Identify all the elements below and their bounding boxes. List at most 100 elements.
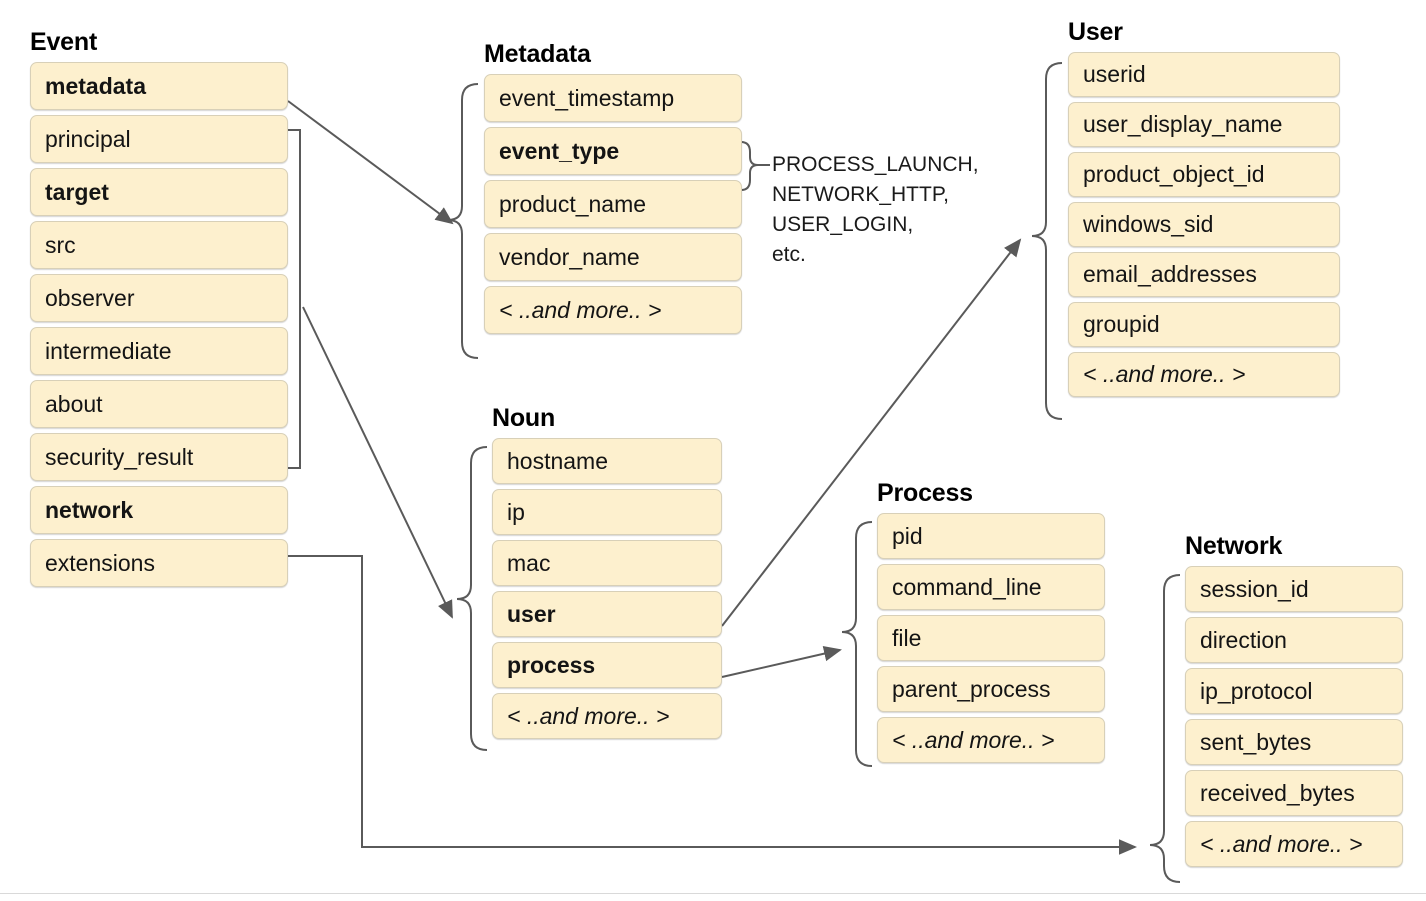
field-noun-mac[interactable]: mac <box>492 540 722 586</box>
field-process-pid[interactable]: pid <box>877 513 1105 559</box>
field-user-email-addresses[interactable]: email_addresses <box>1068 252 1340 297</box>
field-label: extensions <box>45 549 155 576</box>
field-metadata-event-timestamp[interactable]: event_timestamp <box>484 74 742 122</box>
group-body-noun: hostname ip mac user process < ..and mor… <box>492 438 722 739</box>
group-body-user: userid user_display_name product_object_… <box>1068 52 1340 397</box>
event-type-brace <box>740 141 759 191</box>
field-label: direction <box>1200 626 1287 653</box>
process-group-brace <box>841 521 873 767</box>
field-label: ip <box>507 498 525 525</box>
network-group-brace <box>1149 574 1181 883</box>
field-event-metadata[interactable]: metadata <box>30 62 288 110</box>
field-process-parent-process[interactable]: parent_process <box>877 666 1105 712</box>
field-label: target <box>45 178 109 205</box>
field-label: session_id <box>1200 575 1309 602</box>
field-event-observer[interactable]: observer <box>30 274 288 322</box>
field-event-target[interactable]: target <box>30 168 288 216</box>
field-noun-and-more[interactable]: < ..and more.. > <box>492 693 722 739</box>
noun-group-brace <box>456 446 488 751</box>
user-group-brace <box>1031 62 1063 420</box>
field-label: pid <box>892 522 923 549</box>
field-label: about <box>45 390 103 417</box>
metadata-group-brace <box>447 83 479 359</box>
field-event-intermediate[interactable]: intermediate <box>30 327 288 375</box>
field-label: file <box>892 624 922 651</box>
field-label: email_addresses <box>1083 261 1257 287</box>
field-label: intermediate <box>45 337 172 364</box>
field-label: user_display_name <box>1083 111 1283 137</box>
group-user: User userid user_display_name product_ob… <box>1068 18 1340 402</box>
connector-event-metadata-to-metadata <box>287 100 454 225</box>
field-network-session-id[interactable]: session_id <box>1185 566 1403 612</box>
field-user-user-display-name[interactable]: user_display_name <box>1068 102 1340 147</box>
field-label: groupid <box>1083 311 1160 337</box>
group-title-metadata: Metadata <box>484 40 591 68</box>
group-title-user: User <box>1068 18 1123 46</box>
field-label: hostname <box>507 447 609 474</box>
field-user-and-more[interactable]: < ..and more.. > <box>1068 352 1340 397</box>
field-network-ip-protocol[interactable]: ip_protocol <box>1185 668 1403 714</box>
group-body-process: pid command_line file parent_process < .… <box>877 513 1105 763</box>
field-noun-user[interactable]: user <box>492 591 722 637</box>
field-event-security-result[interactable]: security_result <box>30 433 288 481</box>
field-label: metadata <box>45 72 146 99</box>
field-label: security_result <box>45 443 194 470</box>
field-user-userid[interactable]: userid <box>1068 52 1340 97</box>
group-title-process: Process <box>877 479 973 507</box>
connector-noun-process-to-process <box>721 645 842 678</box>
field-label: < ..and more.. > <box>892 726 1055 753</box>
field-label: network <box>45 496 134 523</box>
group-title-noun: Noun <box>492 404 556 432</box>
field-user-windows-sid[interactable]: windows_sid <box>1068 202 1340 247</box>
field-event-network[interactable]: network <box>30 486 288 534</box>
field-noun-process[interactable]: process <box>492 642 722 688</box>
group-event: Event metadata principal target src obse… <box>30 28 288 592</box>
field-label: ip_protocol <box>1200 677 1313 704</box>
group-metadata: Metadata event_timestamp event_type prod… <box>484 40 742 339</box>
group-process: Process pid command_line file parent_pro… <box>877 479 1105 768</box>
field-label: product_name <box>499 190 647 217</box>
connector-event-nouns-to-noun <box>302 306 453 619</box>
event-subgroup-bracket <box>288 129 301 469</box>
field-label: mac <box>507 549 551 576</box>
field-label: received_bytes <box>1200 779 1355 806</box>
field-label: < ..and more.. > <box>1083 361 1246 387</box>
group-noun: Noun hostname ip mac user process < ..an… <box>492 404 722 744</box>
field-noun-hostname[interactable]: hostname <box>492 438 722 484</box>
field-event-principal[interactable]: principal <box>30 115 288 163</box>
field-network-sent-bytes[interactable]: sent_bytes <box>1185 719 1403 765</box>
field-event-extensions[interactable]: extensions <box>30 539 288 587</box>
field-process-file[interactable]: file <box>877 615 1105 661</box>
field-network-received-bytes[interactable]: received_bytes <box>1185 770 1403 816</box>
field-network-and-more[interactable]: < ..and more.. > <box>1185 821 1403 867</box>
field-process-and-more[interactable]: < ..and more.. > <box>877 717 1105 763</box>
field-label: user <box>507 600 556 627</box>
field-process-command-line[interactable]: command_line <box>877 564 1105 610</box>
field-metadata-product-name[interactable]: product_name <box>484 180 742 228</box>
field-metadata-vendor-name[interactable]: vendor_name <box>484 233 742 281</box>
group-title-event: Event <box>30 28 98 56</box>
field-label: < ..and more.. > <box>1200 830 1363 857</box>
group-network: Network session_id direction ip_protocol… <box>1185 532 1403 872</box>
field-metadata-event-type[interactable]: event_type <box>484 127 742 175</box>
field-label: vendor_name <box>499 243 640 270</box>
field-label: userid <box>1083 61 1146 87</box>
field-label: < ..and more.. > <box>499 296 662 323</box>
group-body-metadata: event_timestamp event_type product_name … <box>484 74 742 334</box>
field-noun-ip[interactable]: ip <box>492 489 722 535</box>
field-event-src[interactable]: src <box>30 221 288 269</box>
field-label: parent_process <box>892 675 1051 702</box>
field-metadata-and-more[interactable]: < ..and more.. > <box>484 286 742 334</box>
event-type-values-note: PROCESS_LAUNCH, NETWORK_HTTP, USER_LOGIN… <box>772 153 979 266</box>
field-label: < ..and more.. > <box>507 702 670 729</box>
group-title-network: Network <box>1185 532 1283 560</box>
field-label: observer <box>45 284 135 311</box>
field-network-direction[interactable]: direction <box>1185 617 1403 663</box>
group-body-network: session_id direction ip_protocol sent_by… <box>1185 566 1403 867</box>
field-user-product-object-id[interactable]: product_object_id <box>1068 152 1340 197</box>
footer-divider <box>0 893 1426 894</box>
field-user-groupid[interactable]: groupid <box>1068 302 1340 347</box>
field-event-about[interactable]: about <box>30 380 288 428</box>
field-label: event_type <box>499 137 620 164</box>
